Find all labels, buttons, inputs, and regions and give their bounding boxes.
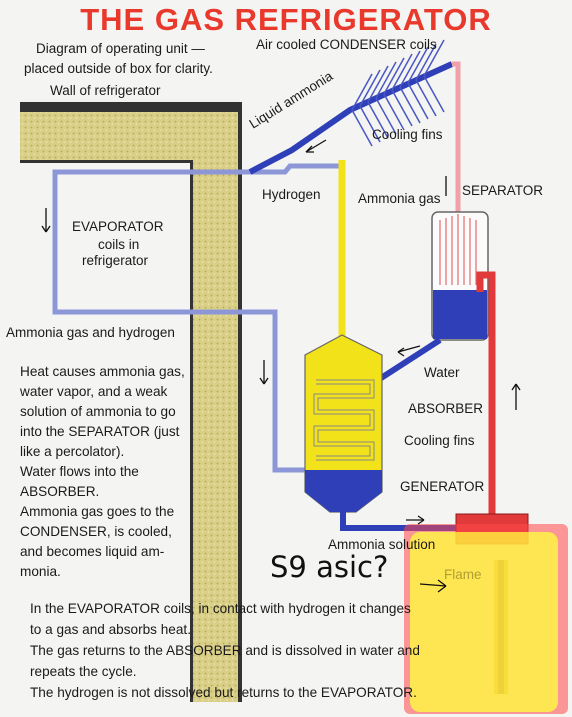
paragraph-line: solution of ammonia to go <box>20 404 176 419</box>
bottom-line: In the EVAPORATOR coils, in contact with… <box>30 601 411 616</box>
diagram-note-line-2: placed outside of box for clarity. <box>24 61 213 76</box>
paragraph-line: ABSORBER. <box>20 484 100 499</box>
wall-label: Wall of refrigerator <box>50 83 161 98</box>
paragraph-line: and becomes liquid am- <box>20 544 165 559</box>
flame-label: Flame <box>444 567 482 582</box>
bottom-line: repeats the cycle. <box>30 664 137 679</box>
water-pipe <box>376 337 442 383</box>
paragraph-line: Ammonia gas goes to the <box>20 504 175 519</box>
separator <box>431 211 489 341</box>
condenser-label: Air cooled CONDENSER coils <box>256 37 437 52</box>
hydrogen-label: Hydrogen <box>262 187 321 202</box>
paragraph-line: like a percolator). <box>20 444 125 459</box>
ammonia-gas-label: Ammonia gas <box>358 191 441 206</box>
water-label: Water <box>424 365 460 380</box>
paragraph-line: monia. <box>20 564 61 579</box>
cooling-fins-top-label: Cooling fins <box>372 127 443 142</box>
page-title: THE GAS REFRIGERATOR <box>80 2 492 37</box>
annotation-highlight-yellow <box>410 532 558 712</box>
bottom-line: The hydrogen is not dissolved but return… <box>30 685 417 700</box>
generator-riser <box>476 271 496 520</box>
separator-label: SEPARATOR <box>462 183 544 198</box>
absorber-label: ABSORBER <box>408 401 484 416</box>
annotation-text: S9 asic? <box>270 550 389 584</box>
cooling-fins-mid-label: Cooling fins <box>404 433 475 448</box>
evaporator-coil <box>52 163 340 473</box>
paragraph-line: Water flows into the <box>20 464 139 479</box>
evaporator-label-1: EVAPORATOR <box>72 219 164 234</box>
generator-label: GENERATOR <box>400 479 485 494</box>
condenser-pipe <box>248 61 454 175</box>
ammonia-gas-hydrogen-label: Ammonia gas and hydrogen <box>6 325 175 340</box>
paragraph-line: into the SEPARATOR (just <box>20 424 180 439</box>
condenser-fins <box>351 39 445 147</box>
flow-arrows <box>41 139 521 593</box>
ammonia-gas-pipe <box>452 61 461 212</box>
evaporator-label-2: coils in <box>98 237 140 252</box>
explanation-paragraph: Heat causes ammonia gas, water vapor, an… <box>20 362 185 582</box>
ammonia-solution-label: Ammonia solution <box>328 537 436 552</box>
bottom-line: The gas returns to the ABSORBER and is d… <box>30 643 420 658</box>
evaporator-label-3: refrigerator <box>82 253 149 268</box>
diagram-note-line-1: Diagram of operating unit — <box>36 41 205 56</box>
bottom-line: to a gas and absorbs heat. <box>30 622 191 637</box>
absorber <box>304 334 383 513</box>
paragraph-line: CONDENSER, is cooled, <box>20 524 172 539</box>
paragraph-line: Heat causes ammonia gas, <box>20 364 185 379</box>
refrigerator-wall <box>20 102 242 702</box>
paragraph-line: water vapor, and a weak <box>20 384 168 399</box>
bottom-paragraph: In the EVAPORATOR coils, in contact with… <box>30 598 420 703</box>
